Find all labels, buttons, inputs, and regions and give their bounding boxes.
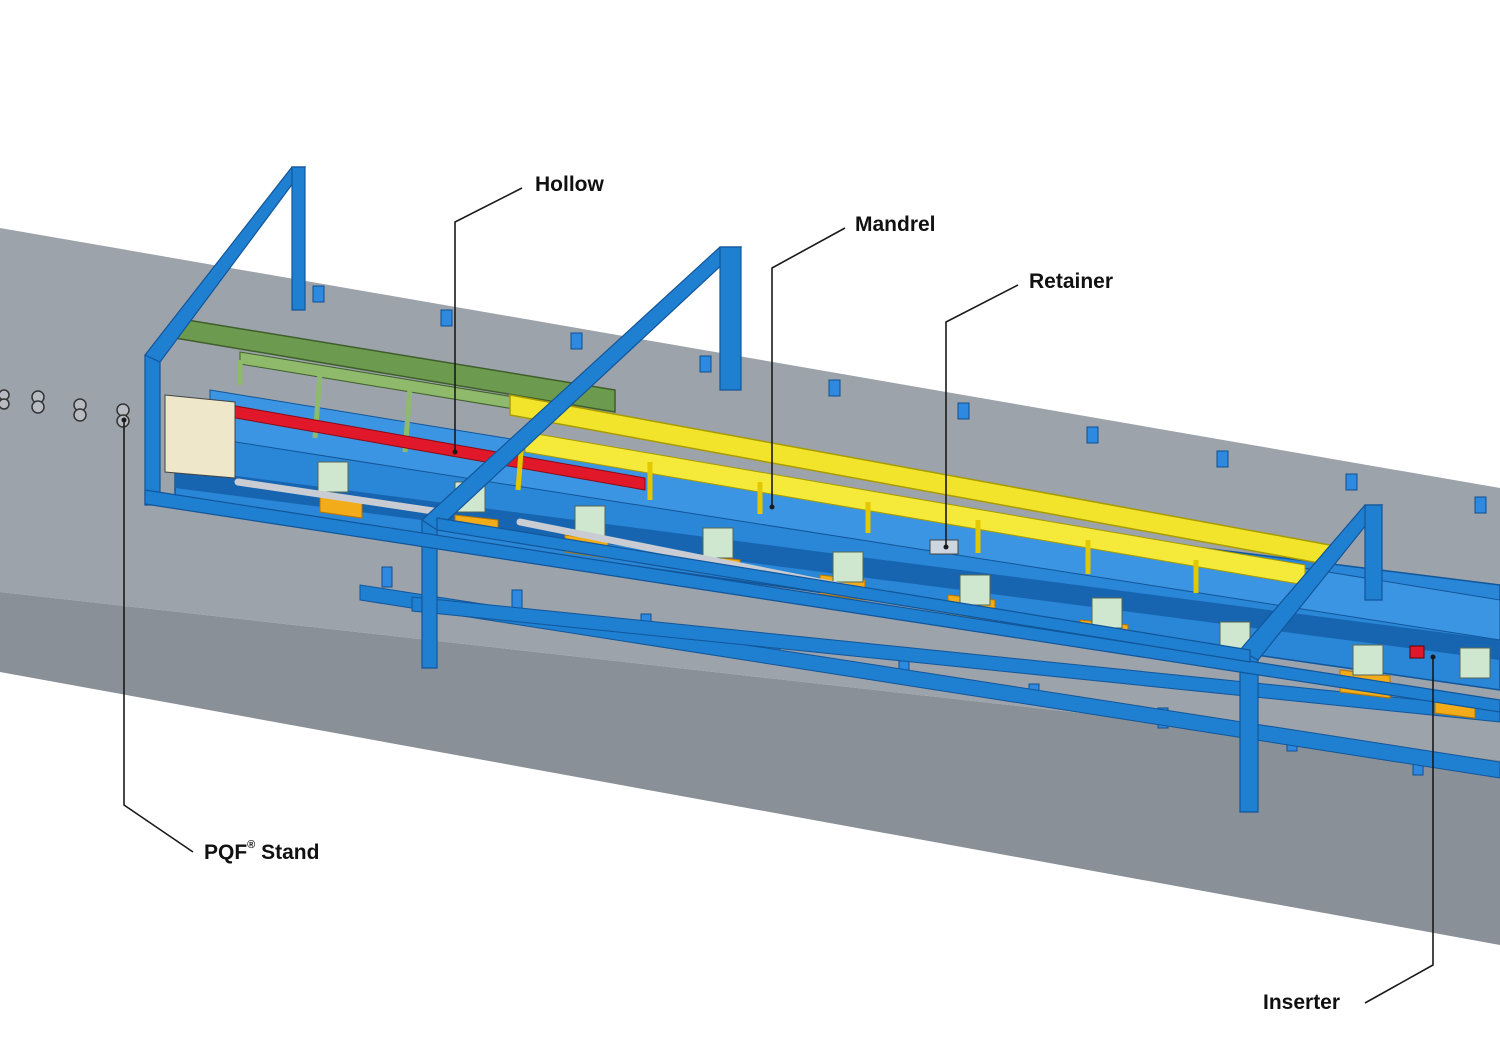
label-pqf-stand-suffix: Stand	[255, 841, 320, 864]
label-retainer: Retainer	[1029, 270, 1114, 293]
pqf-stand	[164, 394, 236, 479]
pqf-stand-leader	[123, 420, 194, 853]
leader-lines	[123, 187, 1434, 1004]
hollow-guide	[174, 317, 616, 453]
label-pqf-stand-name: PQF	[204, 841, 248, 864]
retainer-leader	[945, 284, 1019, 547]
inserter-part	[1409, 645, 1425, 659]
label-mandrel: Mandrel	[855, 213, 936, 236]
label-inserter: Inserter	[1263, 991, 1341, 1014]
front-rails	[359, 584, 1500, 779]
hollow-leader	[454, 187, 523, 452]
inserter-leader	[1364, 657, 1434, 1004]
label-hollow: Hollow	[535, 173, 604, 196]
floor-front-face	[0, 592, 1500, 945]
registered-mark: ®	[247, 839, 256, 851]
pqf-roll-parts	[0, 389, 130, 428]
label-pqf-stand: PQF® Stand	[204, 839, 320, 864]
portal-frames	[144, 166, 1500, 813]
roller-drives	[317, 461, 1491, 679]
leader-dots	[121, 417, 1436, 660]
mandrel-leader	[771, 227, 846, 507]
